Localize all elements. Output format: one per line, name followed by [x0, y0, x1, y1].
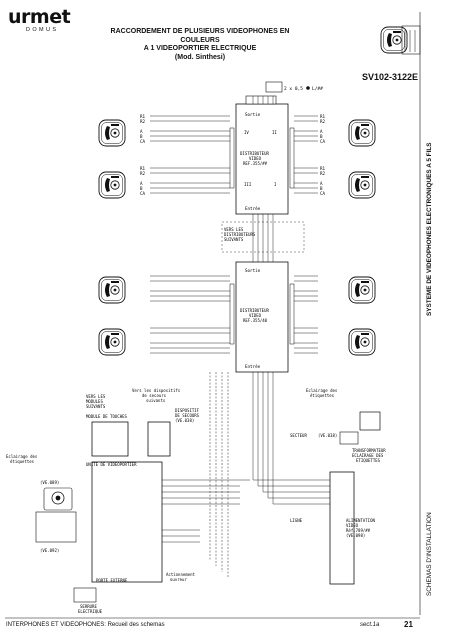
distributor-upper-l2: VIDEO	[249, 156, 262, 161]
backup-device: DISPOSITIF DE SECOURS (VE.038)	[147, 408, 200, 457]
videophone-left-3	[98, 276, 126, 304]
video-power-supply: ALIMENTATION VIDEO Réf.789/## (VE.098)	[329, 471, 375, 585]
title-line-3: (Mod. Sinthesi)	[174, 53, 226, 61]
transfo-ref: (VE.038)	[318, 433, 337, 438]
actionnement-1: Actionnement	[166, 572, 195, 577]
distributor-upper-l1: DISTRIBUTEUR	[240, 151, 269, 156]
vers-modules-1: VERS LES	[86, 394, 106, 399]
brand-subtitle: DOMUS	[26, 27, 59, 33]
vers-disp-2: de secours	[142, 393, 167, 398]
port-i: I	[274, 182, 277, 187]
term-a-b: A	[140, 181, 143, 186]
eclairage-etiq-right-2: étiquettes	[310, 393, 335, 398]
dispositif-3: (VE.038)	[175, 418, 194, 423]
eclairage-etiq-left-2: étiquettes	[10, 459, 35, 464]
door-station-unit: UNITE DE VIDEOPORTIER	[86, 461, 163, 583]
cable-unit: L/##	[312, 86, 323, 92]
term-ca-c: CA	[320, 139, 326, 144]
term-r2-c: R2	[320, 119, 326, 124]
term-b-b: B	[140, 186, 143, 191]
term-a-d: A	[320, 181, 323, 186]
serrure-2: ELECTRIQUE	[78, 609, 103, 614]
eclairage-etiq-right-1: Eclairage des	[306, 388, 338, 393]
footer-left: INTERPHONES ET VIDEOPHONES: Recueil des …	[6, 622, 165, 628]
sortie-label-upper: Sortie	[245, 112, 261, 117]
videophone-right-4	[348, 328, 376, 356]
alim-2: VIDEO	[346, 523, 359, 528]
term-r1-c: R1	[320, 114, 326, 119]
transfo-3: ETIQUETTES	[356, 458, 381, 463]
alim-3: Réf.789/##	[346, 528, 371, 533]
vers-modules-2: MODULES	[86, 399, 103, 404]
footer-page-number: 21	[404, 620, 413, 629]
term-ca-a: CA	[140, 139, 146, 144]
vers-dist-1: VERS LES	[224, 227, 244, 232]
videophone-left-2	[98, 171, 126, 199]
dispositif-2: DE SECOURS	[175, 413, 200, 418]
ve092-label: (VE.092)	[40, 548, 59, 553]
videophone-left-1	[98, 119, 126, 147]
distributor-lower-l3: REF.355/40	[243, 318, 268, 323]
videophone-right-2	[348, 171, 376, 199]
scheme-code: SV102-3122E	[362, 72, 419, 82]
term-ca-d: CA	[320, 191, 326, 196]
vers-disp-1: Vers les dispositifs	[132, 388, 181, 393]
term-b-c: B	[320, 134, 323, 139]
term-b-a: B	[140, 134, 143, 139]
vers-dist-2: DISTRIBUTEURS	[224, 232, 256, 237]
cable-spec: 2 x 0,5	[284, 86, 303, 92]
videophone-right-1	[348, 119, 376, 147]
unite-label: UNITE DE VIDEOPORTIER	[86, 462, 137, 467]
videophone-left-4	[98, 328, 126, 356]
ligne-label: LIGNE	[290, 518, 303, 523]
secteur-label: SECTEUR	[290, 433, 307, 438]
transfo-1: TRANSFORMATEUR	[352, 448, 386, 453]
title-line-2: A 1 VIDEOPORTIER ELECTRIQUE	[143, 45, 257, 52]
brand-logo: urmet	[8, 6, 71, 28]
term-r1-d: R1	[320, 166, 326, 171]
dispositif-1: DISPOSITIF	[175, 408, 200, 413]
term-r2-d: R2	[320, 171, 326, 176]
porte-label: PORTE EXTERNE	[96, 578, 128, 583]
vers-dist-3: SUIVANTS	[224, 237, 244, 242]
term-a-a: A	[140, 129, 143, 134]
eclairage-etiq-left-1: Eclairage des	[6, 454, 38, 459]
sortie-label-lower: Sortie	[245, 268, 261, 273]
videophone-right-3	[348, 276, 376, 304]
title-line-1: RACCORDEMENT DE PLUSIEURS VIDEOPHONES EN…	[110, 28, 290, 44]
term-r1-b: R1	[140, 166, 146, 171]
camera-icon	[43, 487, 73, 511]
key-module: MODULE DE TOUCHES	[86, 414, 129, 457]
port-iv: IV	[244, 130, 249, 135]
distributor-lower-l1: DISTRIBUTEUR	[240, 308, 269, 313]
port-ii: II	[272, 130, 277, 135]
entree-label-upper: Entrée	[245, 206, 261, 211]
actionnement-2: ouvreur	[170, 577, 187, 582]
term-ca-b: CA	[140, 191, 146, 196]
distributor-upper-l3: REF.355/##	[243, 161, 268, 166]
module-label: MODULE DE TOUCHES	[86, 414, 128, 419]
term-a-c: A	[320, 129, 323, 134]
transfo-2: ECLAIRAGE DES	[352, 453, 384, 458]
port-iii: III	[244, 182, 252, 187]
vers-disp-3: suivants	[146, 398, 166, 403]
alim-4: (VE.098)	[346, 533, 365, 538]
alim-1: ALIMENTATION	[346, 518, 375, 523]
footer-section: sect.1a	[360, 622, 380, 628]
term-r2-b: R2	[140, 171, 146, 176]
distributor-lower-l2: VIDEO	[249, 313, 262, 318]
entree-label-lower: Entrée	[245, 364, 261, 369]
ve089-label: (VE.089)	[40, 480, 59, 485]
term-r1-a: R1	[140, 114, 146, 119]
serrure-1: SERRURE	[80, 604, 97, 609]
videophone-icon	[380, 26, 408, 54]
page-title: RACCORDEMENT DE PLUSIEURS VIDEOPHONES EN…	[100, 28, 300, 62]
video-distributor-lower: Sortie DISTRIBUTEUR VIDEO REF.355/40 Ent…	[229, 261, 295, 373]
term-b-d: B	[320, 186, 323, 191]
term-r2-a: R2	[140, 119, 146, 124]
video-distributor-upper: Sortie DISTRIBUTEUR VIDEO REF.355/## Ent…	[229, 103, 295, 215]
vers-modules-3: SUIVANTS	[86, 404, 106, 409]
